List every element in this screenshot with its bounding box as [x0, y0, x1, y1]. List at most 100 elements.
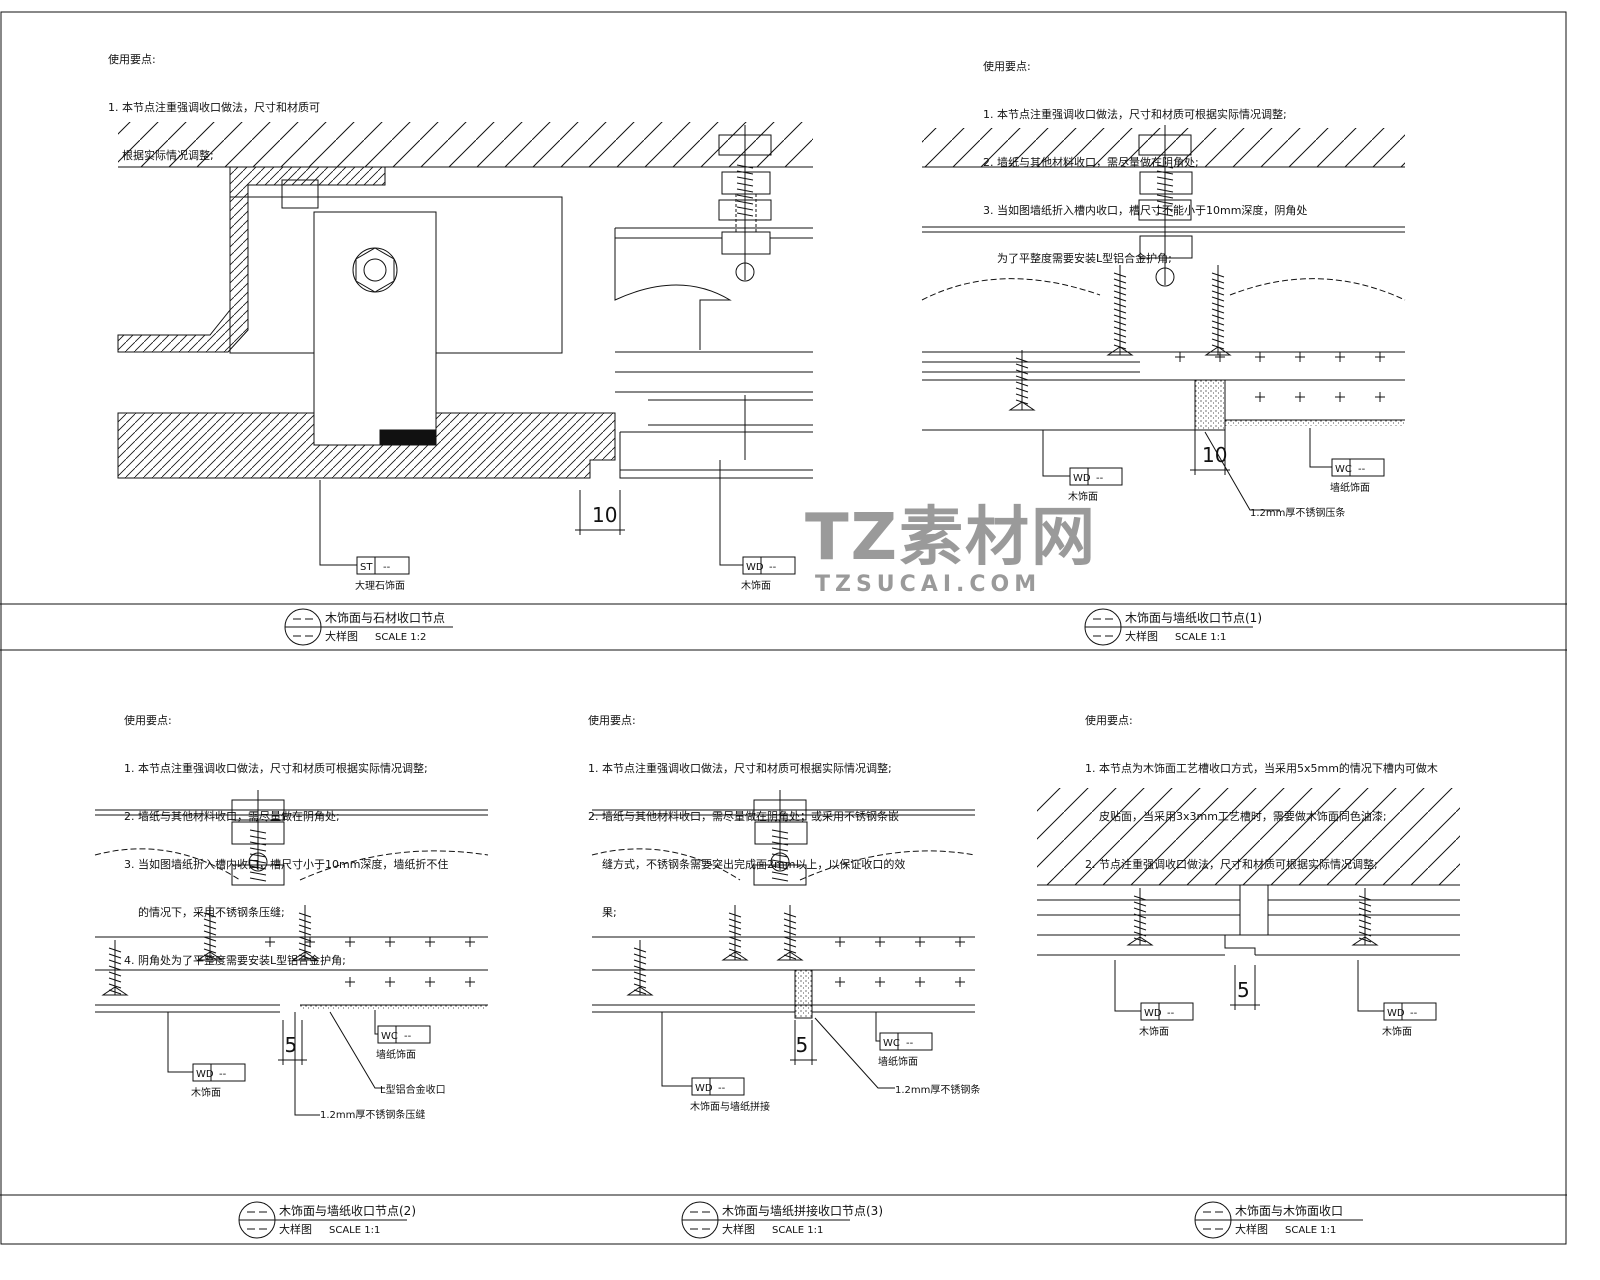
subtitle-text: 大样图 — [279, 1222, 312, 1236]
watermark-url: TZSUCAI.COM — [815, 572, 1042, 597]
note-line: 1. 本节点为木饰面工艺槽收口方式，当采用5x5mm的情况下槽内可做木 — [1085, 762, 1438, 775]
tag-value: -- — [219, 1069, 227, 1080]
insulation-mark — [835, 977, 845, 987]
title-text: 木饰面与墙纸收口节点(1) — [1125, 611, 1262, 625]
dimension: 10 — [575, 490, 625, 535]
tag-code: WD — [1144, 1008, 1162, 1019]
material-tag: WC--墙纸饰面 — [875, 1012, 933, 1068]
note-line: 3. 当如图墙纸折入槽内收口，槽尺寸小于10mm深度，墙纸折不住 — [124, 858, 449, 871]
leader-line — [814, 1017, 895, 1089]
insulation-mark — [465, 937, 475, 947]
tag-caption: 木饰面 — [1139, 1025, 1169, 1038]
leader-label: 1.2mm厚不锈钢条 — [895, 1083, 980, 1096]
dimension: 10 — [1190, 430, 1230, 475]
note-line: 4. 阴角处为了平整度需要安装L型铝合金护角; — [124, 954, 346, 967]
insulation-mark — [1335, 392, 1345, 402]
leader-label: 1.2mm厚不锈钢条压缝 — [320, 1108, 425, 1121]
dimension-value: 5 — [796, 1033, 809, 1057]
notes-heading: 使用要点: — [1085, 714, 1133, 727]
dimension: 5 — [790, 1020, 817, 1065]
dimension: 5 — [278, 1020, 307, 1065]
scale-text: SCALE 1:1 — [329, 1225, 380, 1236]
tag-code: WD — [746, 562, 764, 573]
material-tag: WD--木饰面 — [719, 460, 796, 592]
tag-caption: 木饰面 — [1382, 1025, 1412, 1038]
insulation-mark — [915, 977, 925, 987]
leader-label: L型铝合金收口 — [380, 1083, 446, 1096]
insulation-mark — [265, 937, 275, 947]
note-line: 的情况下，采用不锈钢条压缝; — [124, 906, 285, 919]
notes-heading: 使用要点: — [108, 53, 156, 66]
leader-line — [1204, 431, 1280, 511]
tag-value: -- — [906, 1038, 914, 1049]
title-text: 木饰面与墙纸拼接收口节点(3) — [722, 1203, 883, 1218]
note-line: 根据实际情况调整; — [108, 149, 214, 162]
bolt-icon — [231, 790, 285, 886]
tag-code: ST — [360, 562, 373, 573]
tag-value: -- — [1410, 1008, 1418, 1019]
insulation-mark — [875, 977, 885, 987]
insulation-mark — [305, 937, 315, 947]
insulation-mark — [1375, 392, 1385, 402]
screw-icon — [626, 940, 654, 996]
note-line: 1. 本节点注重强调收口做法，尺寸和材质可根据实际情况调整; — [588, 762, 892, 775]
insulation-mark — [345, 937, 355, 947]
tag-code: WD — [196, 1069, 214, 1080]
title-text: 木饰面与墙纸收口节点(2) — [279, 1204, 416, 1218]
notes-panel-5: 使用要点: 1. 本节点为木饰面工艺槽收口方式，当采用5x5mm的情况下槽内可做… — [1085, 681, 1438, 889]
material-tag: WD -- 木饰面 — [1357, 960, 1437, 1038]
notes-panel-1: 使用要点: 1. 本节点注重强调收口做法，尺寸和材质可 根据实际情况调整; — [108, 20, 320, 180]
dimension-value: 5 — [1237, 978, 1250, 1002]
subtitle-text: 大样图 — [1235, 1222, 1268, 1236]
note-line: 为了平整度需要安装L型铝合金护角; — [983, 252, 1172, 265]
notes-panel-3: 使用要点: 1. 本节点注重强调收口做法，尺寸和材质可根据实际情况调整; 2. … — [124, 681, 448, 985]
bolt-icon — [753, 790, 807, 886]
insulation-mark — [835, 937, 845, 947]
material-tag: WC--墙纸饰面 — [1309, 428, 1385, 494]
insulation-mark — [465, 977, 475, 987]
tag-caption: 墙纸饰面 — [376, 1048, 416, 1061]
scale-text: SCALE 1:1 — [1175, 632, 1226, 643]
subtitle-text: 大样图 — [325, 629, 358, 643]
subtitle-text: 大样图 — [1125, 629, 1158, 643]
tag-value: -- — [383, 562, 391, 573]
note-line: 3. 当如图墙纸折入槽内收口，槽尺寸不能小于10mm深度，阴角处 — [983, 204, 1308, 217]
screw-icon — [101, 940, 129, 996]
detail-wood-stone — [117, 122, 813, 479]
tag-value: -- — [1167, 1008, 1175, 1019]
note-line: 缝方式，不锈钢条需要突出完成面2mm以上，以保证收口的效 — [588, 858, 906, 871]
notes-panel-2: 使用要点: 1. 本节点注重强调收口做法，尺寸和材质可根据实际情况调整; 2. … — [983, 27, 1307, 283]
screw-icon — [1106, 265, 1134, 356]
screw-icon — [1351, 888, 1379, 946]
insulation-mark — [1255, 392, 1265, 402]
scale-text: SCALE 1:2 — [375, 632, 426, 643]
material-tag: WD--木饰面 — [1042, 430, 1123, 503]
bolt-icon — [718, 125, 772, 282]
note-line: 2. 节点注重强调收口做法，尺寸和材质可根据实际情况调整; — [1085, 858, 1378, 871]
insulation-mark — [1295, 392, 1305, 402]
note-line: 2. 墙纸与其他材料收口，需尽量做在阴角处; — [983, 156, 1199, 169]
detail-title: 木饰面与墙纸收口节点(2) 大样图 SCALE 1:1 — [238, 1201, 416, 1239]
insulation-mark — [1375, 352, 1385, 362]
tag-value: -- — [1358, 464, 1366, 475]
note-line: 1. 本节点注重强调收口做法，尺寸和材质可根据实际情况调整; — [983, 108, 1287, 121]
insulation-mark — [915, 937, 925, 947]
screw-icon — [721, 905, 749, 961]
detail-wood-wallpaper-2 — [94, 809, 489, 1013]
screw-icon — [1204, 265, 1232, 356]
tag-caption: 木饰面 — [1068, 490, 1098, 503]
material-tag: WD -- 木饰面 — [1114, 960, 1194, 1038]
leader-label: 1.2mm厚不锈钢压条 — [1250, 506, 1345, 519]
insulation-mark — [425, 977, 435, 987]
tag-value: -- — [404, 1031, 412, 1042]
tag-caption: 墙纸饰面 — [1330, 481, 1370, 494]
material-tag: WD--木饰面与墙纸拼接 — [661, 1012, 770, 1113]
watermark-logo: TZ素材网 — [805, 501, 1098, 575]
tag-code: WD — [1387, 1008, 1405, 1019]
note-line: 1. 本节点注重强调收口做法，尺寸和材质可根据实际情况调整; — [124, 762, 428, 775]
subtitle-text: 大样图 — [722, 1222, 755, 1236]
scale-text: SCALE 1:1 — [1285, 1225, 1336, 1236]
tag-caption: 木饰面与墙纸拼接 — [690, 1100, 770, 1113]
dimension-value: 10 — [592, 503, 617, 527]
